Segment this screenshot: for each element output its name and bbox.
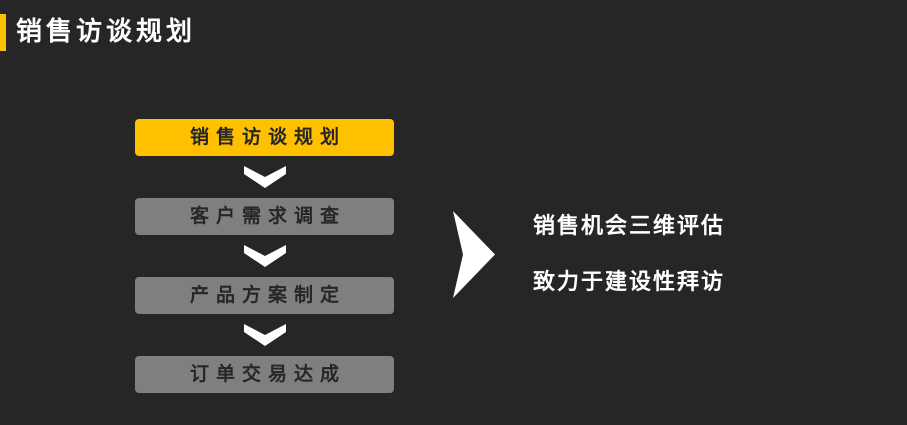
step-order-deal-closing: 订单交易达成 <box>135 356 394 393</box>
step-customer-needs-survey: 客户需求调查 <box>135 198 394 235</box>
chevron-down-icon <box>244 245 286 267</box>
triangle-right-icon <box>453 211 495 298</box>
chevron-down-icon <box>244 324 286 346</box>
outcome-opportunity-evaluation: 销售机会三维评估 <box>533 214 726 239</box>
step-sales-interview-planning: 销售访谈规划 <box>135 119 394 156</box>
page-title: 销售访谈规划 <box>16 17 197 47</box>
chevron-down-icon <box>244 166 286 188</box>
outcome-constructive-visit: 致力于建设性拜访 <box>533 270 726 295</box>
title-accent-bar <box>0 14 6 51</box>
step-product-plan-development: 产品方案制定 <box>135 277 394 314</box>
